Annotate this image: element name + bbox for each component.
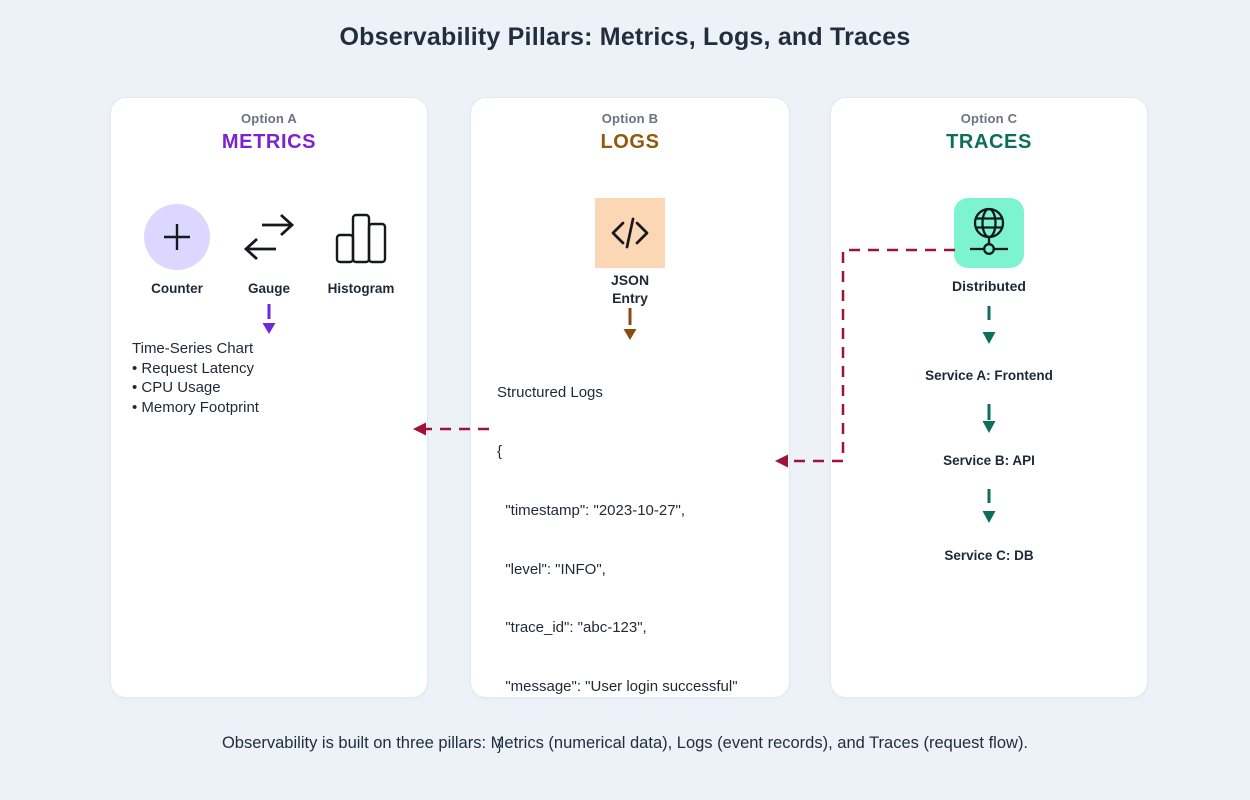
flow-arrow-down-traces-2-icon [981,404,997,439]
card-traces: Option C TRACES Distributed Service A: F… [830,97,1148,698]
option-label-a: Option A [241,111,297,126]
pillar-name-metrics: METRICS [221,131,317,153]
logs-json-line: { [497,442,503,460]
logs-caption-line1: JSON [610,272,650,288]
metrics-detail-item: • CPU Usage [132,379,221,396]
page-title: Observability Pillars: Metrics, Logs, an… [339,23,911,51]
histogram-bars-icon [334,200,388,273]
logs-json-line: "timestamp": "2023-10-27", [497,501,686,519]
metrics-detail-block: Time-Series Chart • Request Latency • CP… [132,339,259,417]
service-b-label: Service B: API [943,453,1035,468]
service-a-label: Service A: Frontend [925,368,1053,383]
flow-arrow-down-traces-1-icon [981,306,997,351]
logs-detail-block: Structured Logs { "timestamp": "2023-10-… [497,344,738,795]
metric-label-gauge: Gauge [247,281,290,296]
metric-item-gauge: Gauge [223,200,315,296]
gauge-arrows-icon [240,200,298,273]
traces-icon-caption: Distributed [952,278,1026,294]
logs-detail-title: Structured Logs [497,384,603,402]
logs-json-line: "message": "User login successful" [497,678,738,696]
metric-label-histogram: Histogram [327,281,395,296]
logs-json-line: } [497,736,503,754]
flow-arrow-down-metrics-icon [261,304,277,340]
metric-item-counter: Counter [131,200,223,296]
code-icon [595,198,665,268]
logs-json-line: "trace_id": "abc-123", [497,619,647,637]
pillar-name-logs: LOGS [600,131,660,153]
metrics-detail-item: • Memory Footprint [132,398,259,416]
metrics-detail-title: Time-Series Chart [132,340,254,357]
metric-item-histogram: Histogram [315,200,407,296]
option-label-c: Option C [960,111,1018,126]
metric-label-counter: Counter [151,281,203,296]
card-logs: Option B LOGS JSON Entry Structured Logs… [470,97,790,754]
footer-caption: Observability is built on three pillars:… [221,734,1029,752]
globe-network-icon [954,198,1024,268]
option-label-b: Option B [601,111,659,126]
flow-arrow-down-logs-icon [622,308,638,346]
logs-icon-caption: JSON Entry [471,271,789,307]
metric-icon-row: Counter Gauge [111,200,427,296]
service-c-label: Service C: DB [944,548,1034,563]
flow-arrow-down-traces-3-icon [981,489,997,530]
pillar-name-traces: TRACES [946,131,1032,153]
logs-json-line: "level": "INFO", [497,560,606,578]
logs-caption-line2: Entry [612,290,648,306]
metrics-detail-item: • Request Latency [132,359,254,377]
plus-counter-icon [144,203,210,270]
card-metrics: Option A METRICS Counter [110,97,428,698]
